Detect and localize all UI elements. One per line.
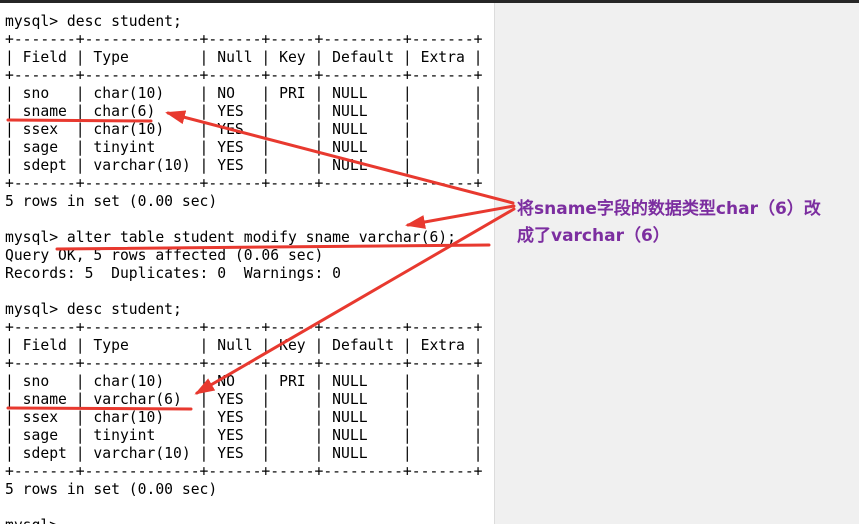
table1-header: | Field | Type | Null | Key | Default | … <box>5 49 483 66</box>
table2-row-sname: | sname | varchar(6) | YES | | NULL | | <box>5 391 483 408</box>
table1-row-sno: | sno | char(10) | NO | PRI | NULL | | <box>5 85 483 102</box>
annotation-note: 将sname字段的数据类型char（6）改 成了varchar（6） <box>517 196 821 250</box>
table1-row-sdept: | sdept | varchar(10) | YES | | NULL | | <box>5 157 483 174</box>
annotation-note-line1: 将sname字段的数据类型char（6）改 <box>517 199 821 219</box>
table1-row-sname: | sname | char(6) | YES | | NULL | | <box>5 103 483 120</box>
mysql-prompt: mysql> <box>5 517 494 524</box>
table2-header: | Field | Type | Null | Key | Default | … <box>5 337 483 354</box>
command-alter-table: mysql> alter table student modify sname … <box>5 229 456 246</box>
table1-border-bottom: +-------+-------------+------+-----+----… <box>5 175 483 192</box>
command-desc-student-2: mysql> desc student; <box>5 301 182 318</box>
blank-line <box>5 499 494 517</box>
table2-row-sdept: | sdept | varchar(10) | YES | | NULL | | <box>5 445 483 462</box>
blank-line <box>5 211 494 229</box>
table1-row-ssex: | ssex | char(10) | YES | | NULL | | <box>5 121 483 138</box>
window-top-border <box>0 0 859 3</box>
table2-row-sage: | sage | tinyint | YES | | NULL | | <box>5 427 483 444</box>
table2-rowcount: 5 rows in set (0.00 sec) <box>5 481 218 498</box>
table2-border-bottom: +-------+-------------+------+-----+----… <box>5 463 483 480</box>
table2-border-mid: +-------+-------------+------+-----+----… <box>5 355 483 372</box>
table1-row-sage: | sage | tinyint | YES | | NULL | | <box>5 139 483 156</box>
records-summary: Records: 5 Duplicates: 0 Warnings: 0 <box>5 265 342 282</box>
table2-border-top: +-------+-------------+------+-----+----… <box>5 319 483 336</box>
table2-row-sno: | sno | char(10) | NO | PRI | NULL | | <box>5 373 483 390</box>
terminal-panel[interactable]: mysql> desc student; +-------+----------… <box>0 0 495 524</box>
table1-border-top: +-------+-------------+------+-----+----… <box>5 31 483 48</box>
query-ok-message: Query OK, 5 rows affected (0.06 sec) <box>5 247 324 264</box>
blank-line <box>5 283 494 301</box>
table1-border-mid: +-------+-------------+------+-----+----… <box>5 67 483 84</box>
table1-rowcount: 5 rows in set (0.00 sec) <box>5 193 218 210</box>
table2-row-ssex: | ssex | char(10) | YES | | NULL | | <box>5 409 483 426</box>
command-desc-student-1: mysql> desc student; <box>5 13 182 30</box>
annotation-note-line2: 成了varchar（6） <box>517 226 670 246</box>
